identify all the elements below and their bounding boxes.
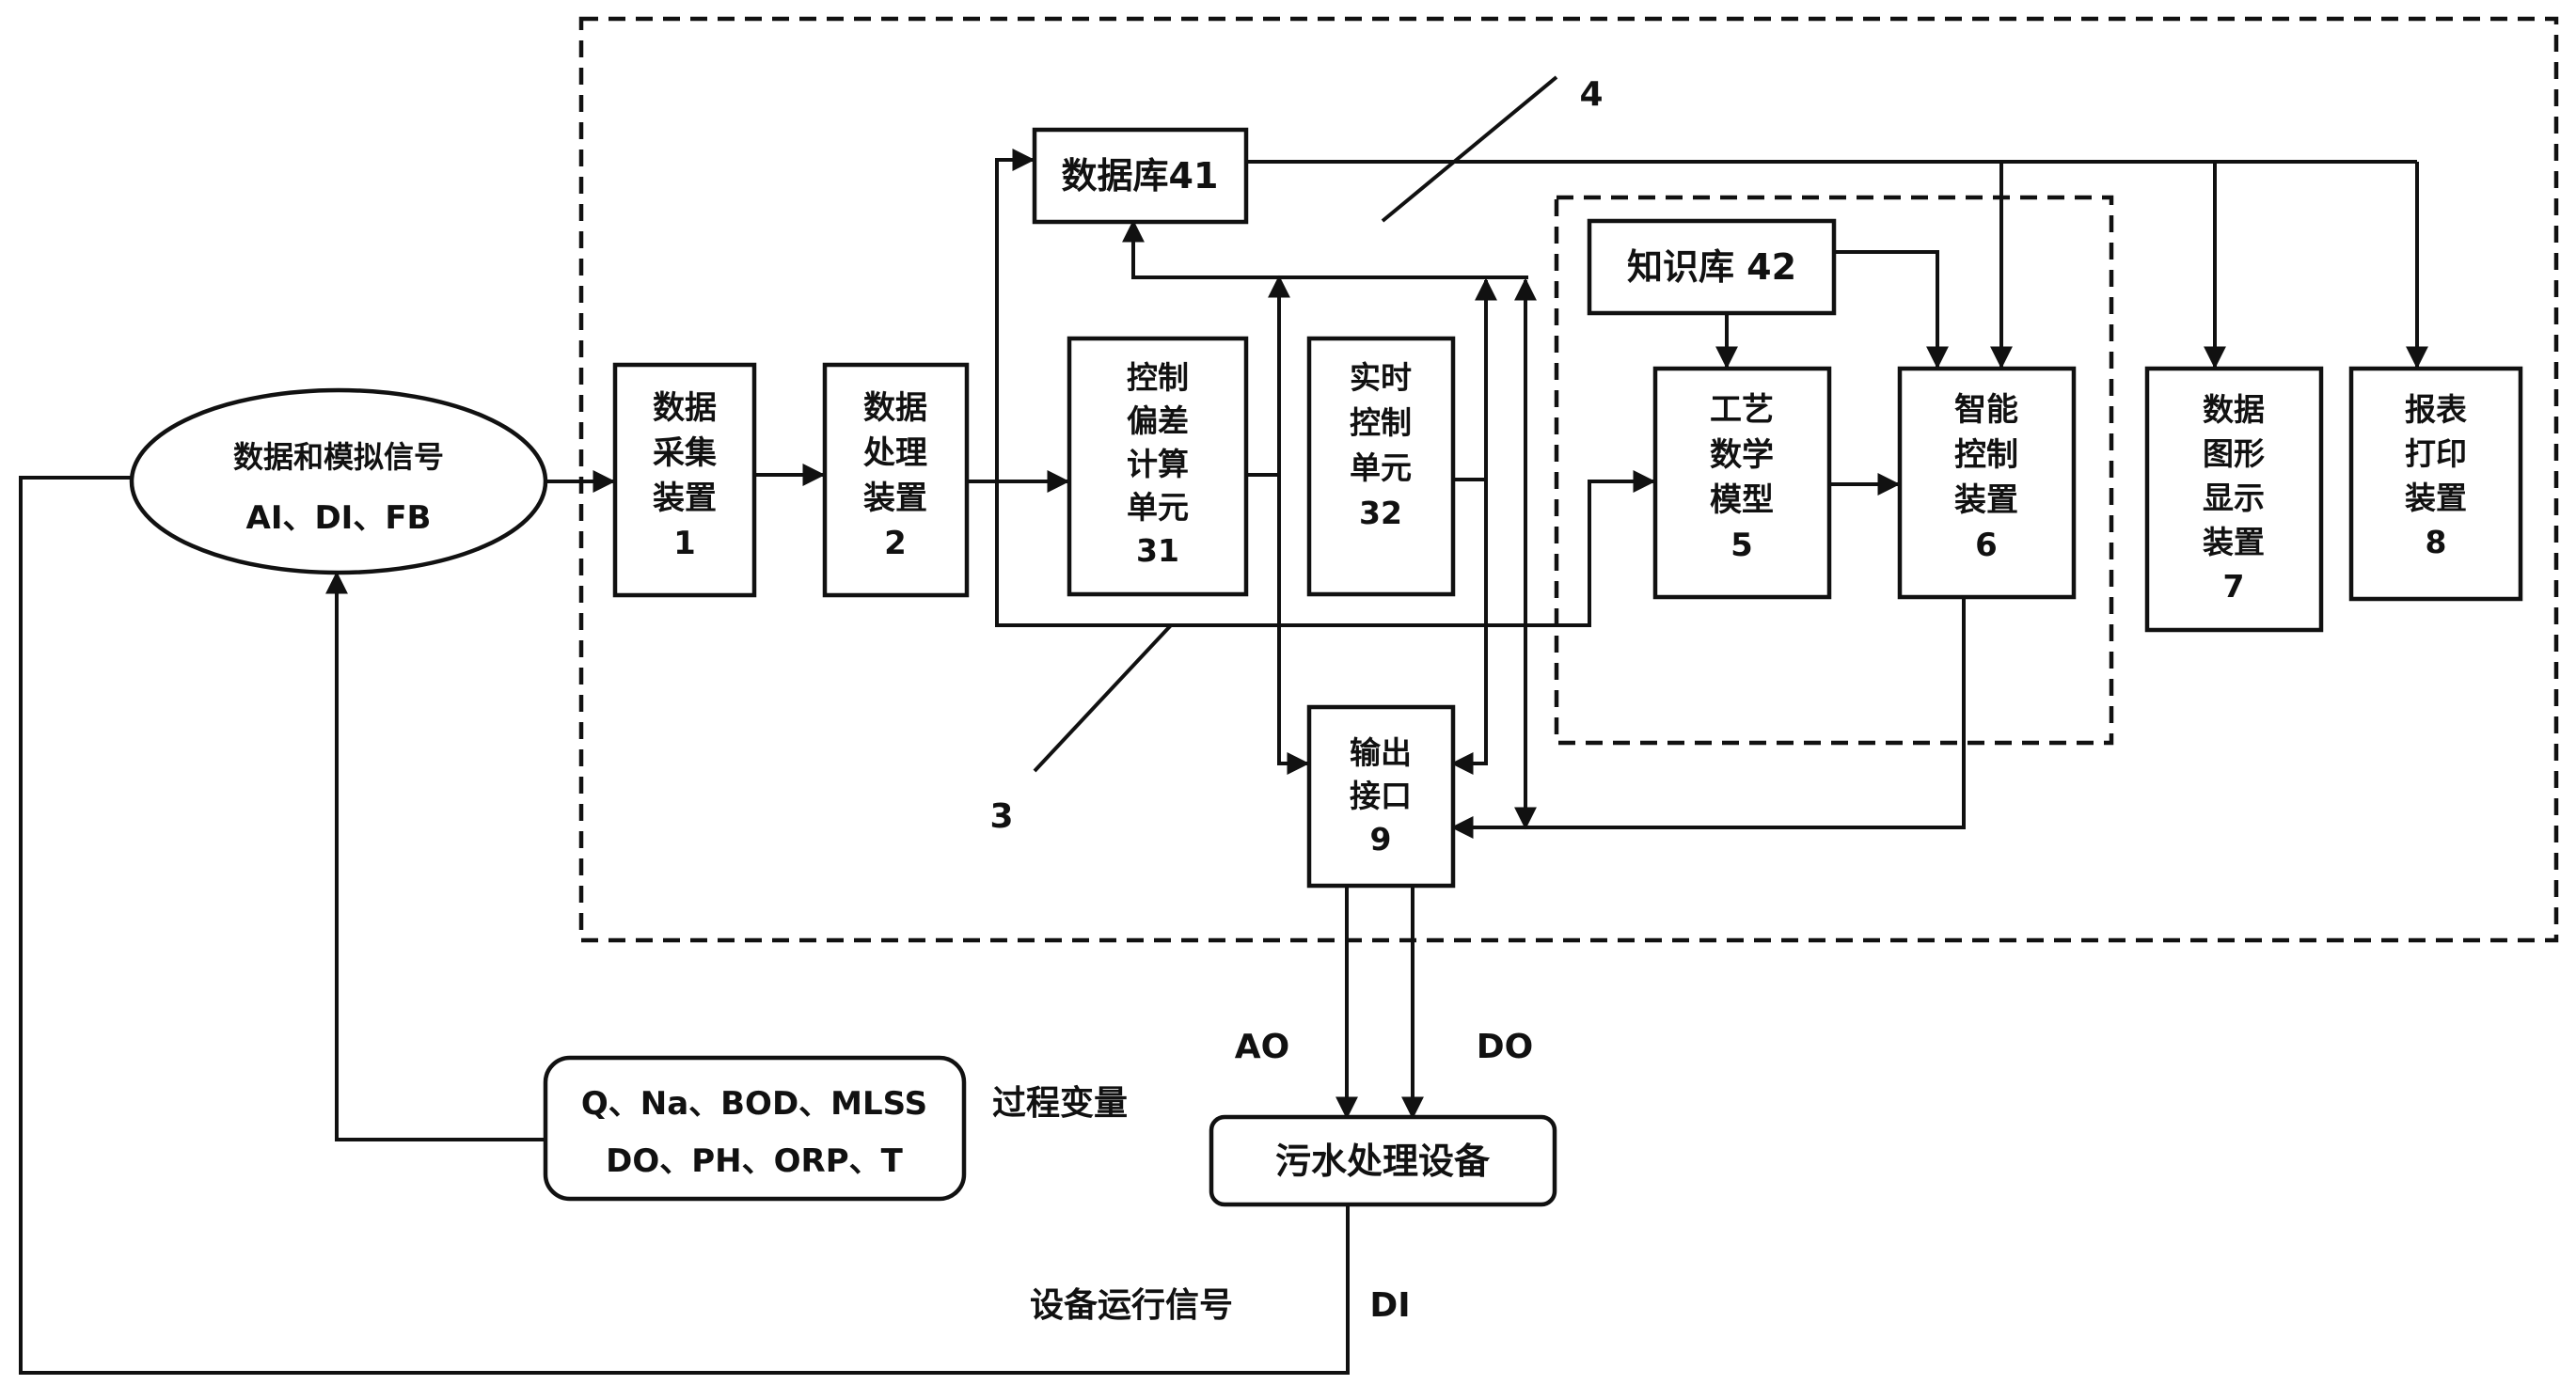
data-acquisition-number: 1	[673, 525, 696, 562]
deviation-calc-line-2: 偏差	[1127, 402, 1189, 439]
realtime-control-number: 32	[1359, 495, 1402, 531]
intelligent-control-label: 智能 控制 装置 6	[1954, 391, 2018, 564]
realtime-control-label: 实时 控制 单元 32	[1350, 359, 1412, 531]
process-variable-line	[325, 571, 545, 1141]
process-model-line-1: 工艺	[1710, 391, 1774, 429]
deviation-calc-line-1: 控制	[1127, 359, 1189, 396]
feedback-to-database-arrow	[1122, 219, 1528, 279]
intelligent-subsystem-boundary	[1554, 195, 2114, 746]
output-interface-label: 输出 接口 9	[1350, 734, 1412, 858]
sewage-equipment-box	[1209, 1114, 1557, 1207]
data-acquisition-line-1: 数据	[653, 389, 717, 427]
graphic-display-line-4: 装置	[2203, 524, 2265, 560]
realtime-control-line-1: 实时	[1350, 359, 1412, 396]
output-interface-number: 9	[1370, 821, 1392, 858]
database-box	[1032, 127, 1249, 225]
output-interface-box	[1306, 704, 1456, 889]
output-interface-line-1: 输出	[1350, 734, 1412, 771]
intelligent-control-box	[1897, 366, 2077, 600]
signal-source-types: AI、DI、FB	[246, 499, 432, 537]
report-print-line-2: 打印	[2405, 435, 2467, 472]
report-print-label: 报表 打印 装置 8	[2405, 391, 2467, 560]
intelligent-control-line-2: 控制	[1954, 436, 2018, 474]
process-variables-line-2: DO、PH、ORP、T	[606, 1142, 904, 1180]
realtime-control-line-3: 单元	[1350, 449, 1412, 486]
output-interface-line-2: 接口	[1350, 778, 1412, 814]
callout-4-line	[1381, 75, 1558, 223]
deviation-calc-line-3: 计算	[1127, 446, 1189, 482]
data-acquisition-line-3: 装置	[653, 480, 717, 517]
equipment-feedback-line	[19, 476, 1350, 1375]
process-model-line-3: 模型	[1710, 481, 1774, 519]
callout-3-number: 3	[989, 797, 1013, 836]
intelligent-control-line-3: 装置	[1954, 481, 2018, 519]
report-print-number: 8	[2426, 524, 2447, 560]
process-model-line-2: 数学	[1710, 436, 1774, 474]
graphic-display-box	[2144, 366, 2324, 633]
process-model-box	[1652, 366, 1832, 600]
processing-to-model-arrow	[995, 470, 1656, 627]
data-processing-label: 数据 处理 装置 2	[862, 389, 927, 562]
equipment-signal-label: 设备运行信号	[1030, 1286, 1233, 1325]
deviation-calc-label: 控制 偏差 计算 单元 31	[1127, 359, 1189, 569]
process-variables-box	[543, 1055, 967, 1202]
realtime-control-line-2: 控制	[1350, 404, 1412, 441]
process-variables-line-1: Q、Na、BOD、MLSS	[581, 1085, 927, 1123]
intelligent-control-number: 6	[1975, 527, 1998, 564]
sewage-equipment-label: 污水处理设备	[1275, 1141, 1491, 1182]
di-label: DI	[1369, 1286, 1410, 1325]
report-print-box	[2348, 366, 2523, 602]
process-model-number: 5	[1731, 527, 1753, 564]
data-processing-line-1: 数据	[863, 389, 927, 427]
deviation-calc-box	[1067, 336, 1249, 597]
process-variables-label: 过程变量	[992, 1083, 1128, 1123]
deviation-to-output-line	[1246, 473, 1303, 765]
deviation-calc-number: 31	[1136, 532, 1179, 569]
knowledge-base-box	[1587, 218, 1837, 316]
data-processing-box	[822, 362, 970, 598]
intelligent-to-output-arrow	[1450, 595, 1966, 839]
graphic-display-line-1: 数据	[2203, 391, 2265, 428]
data-processing-line-3: 装置	[863, 480, 927, 517]
graphic-display-line-3: 显示	[2203, 480, 2265, 516]
processing-to-database-arrow	[995, 149, 1035, 481]
realtime-to-output-arrow	[1450, 478, 1488, 775]
data-acquisition-line-2: 采集	[653, 434, 717, 472]
signal-source-title: 数据和模拟信号	[233, 439, 444, 475]
data-processing-line-2: 处理	[862, 434, 927, 472]
report-print-line-1: 报表	[2405, 391, 2467, 428]
data-acquisition-label: 数据 采集 装置 1	[653, 389, 717, 562]
deviation-calc-line-4: 单元	[1127, 489, 1189, 526]
callout-4-number: 4	[1579, 75, 1603, 114]
signal-source-ellipse	[129, 387, 548, 575]
database-label: 数据库41	[1062, 155, 1219, 197]
process-model-label: 工艺 数学 模型 5	[1710, 391, 1774, 564]
intelligent-control-line-1: 智能	[1954, 391, 2018, 429]
graphic-display-label: 数据 图形 显示 装置 7	[2203, 391, 2265, 605]
callout-3-line	[1033, 623, 1173, 773]
graphic-display-line-2: 图形	[2203, 435, 2265, 472]
do-label: DO	[1477, 1028, 1534, 1066]
realtime-control-box	[1306, 336, 1456, 597]
graphic-display-number: 7	[2223, 568, 2245, 605]
data-acquisition-box	[612, 362, 757, 598]
knowledge-to-intelligent-arrow	[1834, 250, 1949, 370]
data-processing-number: 2	[884, 525, 907, 562]
knowledge-base-label: 知识库 42	[1627, 246, 1796, 288]
ao-label: AO	[1235, 1028, 1289, 1066]
report-print-line-3: 装置	[2405, 480, 2467, 516]
